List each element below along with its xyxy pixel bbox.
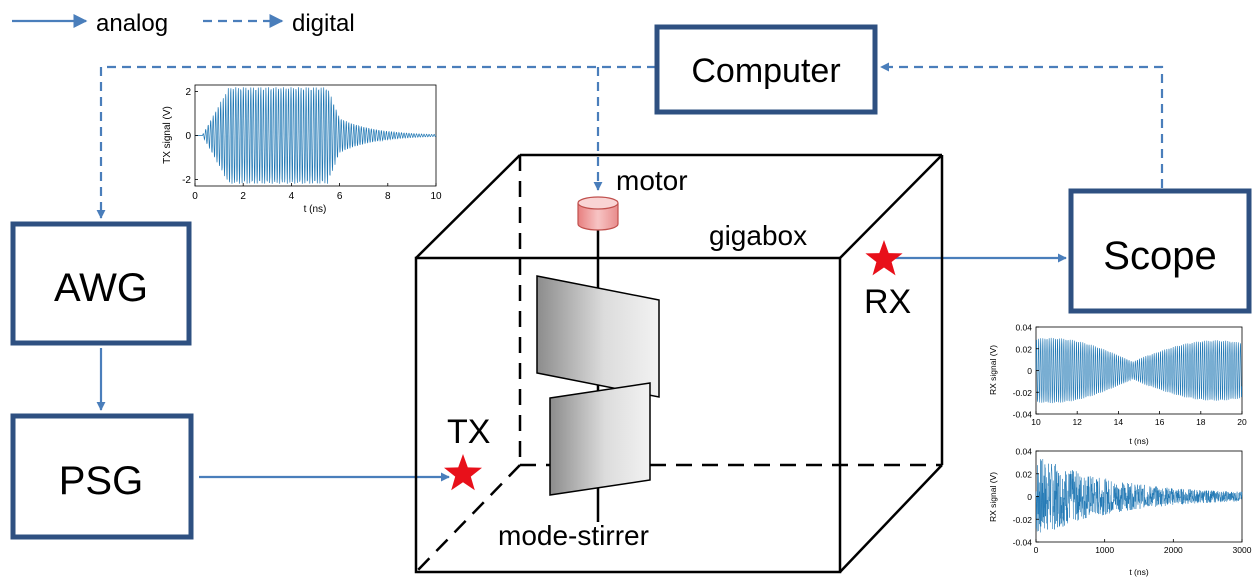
y-tick-label: 0.02 xyxy=(1015,469,1032,479)
legend-analog-label: analog xyxy=(96,10,168,37)
rx-antenna-star-icon xyxy=(865,240,903,276)
x-tick-label: 1000 xyxy=(1095,545,1114,555)
x-tick-label: 2 xyxy=(240,191,246,202)
rx-label: RX xyxy=(864,283,911,321)
rx-signal-series-full xyxy=(1035,458,1243,533)
y-tick-label: -2 xyxy=(182,175,191,186)
x-tick-label: 0 xyxy=(1034,545,1039,555)
awg-block: AWG xyxy=(10,221,192,346)
rx-signal-plot-full: 0 1000 2000 3000 0.04 0.02 0 -0.02 -0.04 RX sign… xyxy=(988,447,1252,578)
rx-signal-plot-zoom: 10 12 14 16 18 20 0.04 0.02 0 -0.02 -0.04 RX signa… xyxy=(988,323,1247,447)
x-tick-label: 12 xyxy=(1072,417,1082,427)
y-tick-label: 0.02 xyxy=(1015,344,1032,354)
scope-block: Scope xyxy=(1068,188,1252,314)
digital-links xyxy=(96,62,1164,219)
tx-label: TX xyxy=(447,413,490,451)
stirrer-paddle-lower xyxy=(549,382,651,496)
x-tick-label: 2000 xyxy=(1164,545,1183,555)
tx-ylabel: TX signal (V) xyxy=(162,106,173,164)
y-tick-label: 0 xyxy=(1027,366,1032,376)
x-tick-label: 14 xyxy=(1114,417,1124,427)
legend: analog digital xyxy=(12,10,355,37)
y-tick-label: -0.02 xyxy=(1013,515,1033,525)
mode-stirrer-label: mode-stirrer xyxy=(498,520,649,551)
y-tick-label: -0.02 xyxy=(1013,388,1033,398)
x-tick-label: 10 xyxy=(430,191,442,202)
y-tick-label: 0 xyxy=(1027,492,1032,502)
gigabox xyxy=(414,153,944,574)
x-tick-label: 6 xyxy=(337,191,343,202)
y-tick-label: 0 xyxy=(185,131,191,142)
psg-block: PSG xyxy=(10,413,194,540)
tx-signal-series xyxy=(195,87,437,184)
scope-to-computer-link xyxy=(880,62,1164,188)
rx-signal-series-zoom xyxy=(1035,337,1243,404)
y-tick-label: 0.04 xyxy=(1015,323,1032,333)
stirrer-paddle-upper xyxy=(536,275,660,398)
x-tick-label: 10 xyxy=(1031,417,1041,427)
motor-icon xyxy=(577,196,619,231)
computer-to-awg-link xyxy=(96,65,656,219)
analog-links xyxy=(96,253,1067,482)
rx-full-xlabel: t (ns) xyxy=(1129,567,1149,577)
motor-label: motor xyxy=(616,165,688,196)
computer-label: Computer xyxy=(691,52,840,90)
tx-xlabel: t (ns) xyxy=(304,204,327,215)
y-tick-label: 2 xyxy=(185,87,191,98)
computer-block: Computer xyxy=(654,24,878,115)
y-tick-label: -0.04 xyxy=(1013,410,1033,420)
psg-label: PSG xyxy=(59,459,143,503)
x-tick-label: 8 xyxy=(385,191,391,202)
legend-digital-label: digital xyxy=(292,10,355,37)
awg-label: AWG xyxy=(54,266,148,310)
x-tick-label: 16 xyxy=(1155,417,1165,427)
gigabox-label: gigabox xyxy=(709,220,807,251)
rx-zoom-ylabel: RX signal (V) xyxy=(988,345,998,395)
scope-label: Scope xyxy=(1103,234,1216,278)
y-tick-label: -0.04 xyxy=(1013,538,1033,548)
x-tick-label: 18 xyxy=(1196,417,1206,427)
mode-stirrer xyxy=(536,228,660,522)
y-tick-label: 0.04 xyxy=(1015,447,1032,457)
x-tick-label: 4 xyxy=(289,191,295,202)
tx-antenna-star-icon xyxy=(444,454,482,491)
x-tick-label: 20 xyxy=(1237,417,1247,427)
x-tick-label: 3000 xyxy=(1233,545,1252,555)
rx-zoom-xlabel: t (ns) xyxy=(1129,436,1149,446)
x-tick-label: 0 xyxy=(192,191,198,202)
rx-full-ylabel: RX signal (V) xyxy=(988,472,998,522)
